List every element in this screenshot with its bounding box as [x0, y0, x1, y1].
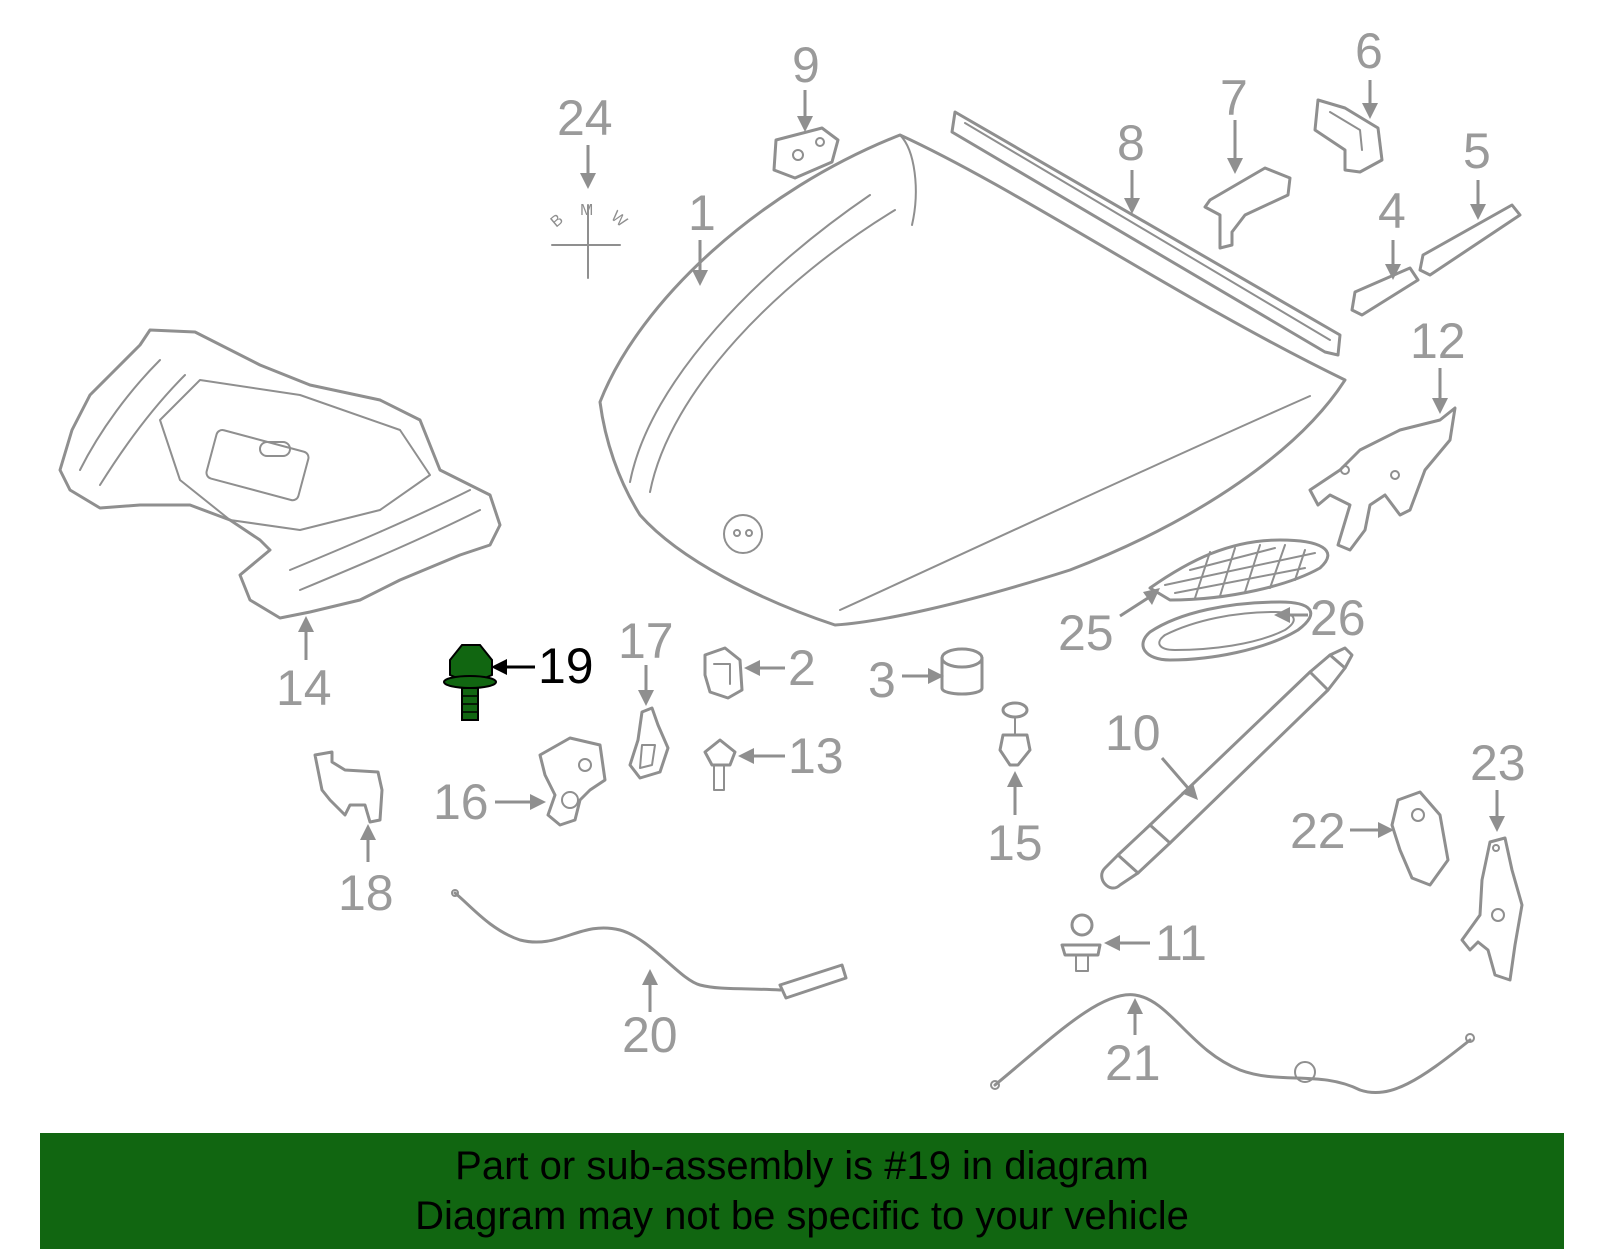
- callout-11[interactable]: 11: [1155, 915, 1207, 971]
- part-16-bracket: [538, 736, 607, 827]
- part-21-cable: [990, 993, 1475, 1095]
- callout-2[interactable]: 2: [788, 640, 816, 696]
- logo-letter-m: M: [580, 202, 593, 219]
- callout-23[interactable]: 23: [1470, 735, 1526, 791]
- banner-line-2: Diagram may not be specific to your vehi…: [415, 1194, 1189, 1238]
- callout-1[interactable]: 1: [688, 185, 716, 241]
- logo-letter-w: W: [607, 208, 630, 231]
- info-banner: Part or sub-assembly is #19 in diagram D…: [40, 1133, 1564, 1249]
- callout-8[interactable]: 8: [1117, 115, 1145, 171]
- part-9-bracket: [772, 126, 840, 180]
- part-14-insulator: [58, 328, 502, 620]
- callout-14[interactable]: 14: [276, 660, 332, 716]
- part-6-clip: [1313, 98, 1384, 174]
- callout-5[interactable]: 5: [1463, 123, 1491, 179]
- part-2-clip: [703, 646, 744, 700]
- part-13-nut: [703, 738, 737, 791]
- part-8-seal-strip: [950, 110, 1342, 357]
- part-4-trim: [1350, 266, 1420, 317]
- part-10-gas-strut: [1100, 646, 1354, 890]
- part-7-bracket: [1203, 166, 1292, 250]
- part-5-trim: [1418, 203, 1522, 277]
- part-23-bracket: [1460, 836, 1524, 982]
- part-12-hinge: [1308, 406, 1457, 552]
- callout-24[interactable]: 24: [557, 90, 613, 146]
- callout-15[interactable]: 15: [987, 815, 1043, 871]
- part-15-push-clip: [998, 701, 1032, 767]
- callout-10[interactable]: 10: [1105, 705, 1161, 761]
- part-3-stop: [940, 647, 984, 696]
- callout-labels: 1 9 24 8 7 6 4 5 12 14 19 17 2 3 13 16 1…: [276, 23, 1526, 1091]
- part-25-grille: [1148, 538, 1330, 602]
- callout-4[interactable]: 4: [1378, 183, 1406, 239]
- callout-19[interactable]: 19: [538, 638, 594, 694]
- part-17-clip: [628, 706, 670, 780]
- part-24-emblem: B M W: [548, 202, 631, 279]
- part-19-bolt: [443, 644, 497, 721]
- banner-line-1: Part or sub-assembly is #19 in diagram: [455, 1144, 1149, 1188]
- callout-18[interactable]: 18: [338, 865, 394, 921]
- callout-9[interactable]: 9: [792, 37, 820, 93]
- part-1-hood: [598, 133, 1347, 627]
- callout-20[interactable]: 20: [622, 1007, 678, 1063]
- callout-6[interactable]: 6: [1355, 23, 1383, 79]
- part-22-bracket: [1390, 790, 1450, 887]
- part-11-ball-stud: [1060, 913, 1102, 972]
- callout-26[interactable]: 26: [1310, 590, 1366, 646]
- callout-17[interactable]: 17: [618, 613, 674, 669]
- callout-13[interactable]: 13: [788, 728, 844, 784]
- callout-3[interactable]: 3: [868, 652, 896, 708]
- part-20-cable: [451, 889, 848, 1000]
- callout-arrows: [298, 80, 1505, 1035]
- logo-letter-b: B: [548, 211, 567, 231]
- callout-12[interactable]: 12: [1410, 313, 1466, 369]
- callout-25[interactable]: 25: [1058, 605, 1114, 661]
- part-26-frame: [1141, 600, 1313, 662]
- callout-21[interactable]: 21: [1105, 1035, 1161, 1091]
- parts-diagram: B M W: [58, 23, 1526, 1095]
- callout-22[interactable]: 22: [1290, 803, 1346, 859]
- callout-16[interactable]: 16: [433, 774, 489, 830]
- callout-7[interactable]: 7: [1220, 70, 1248, 126]
- part-18-bracket: [313, 750, 384, 824]
